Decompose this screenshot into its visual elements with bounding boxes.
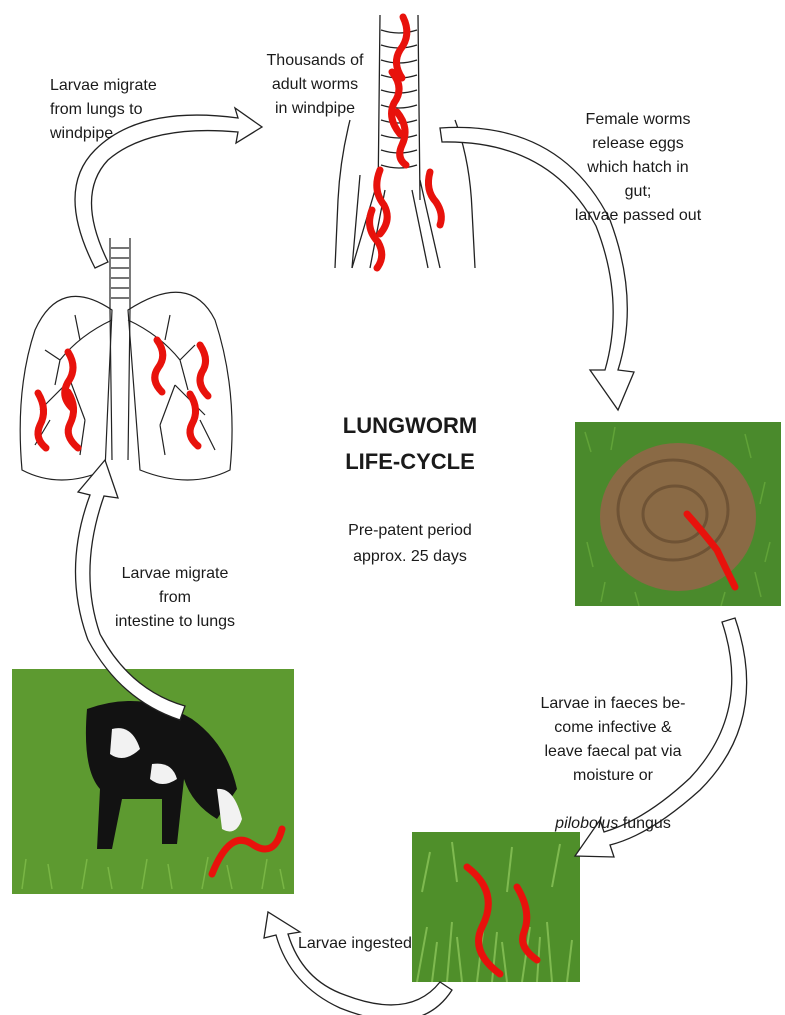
label-faeces-fungus: pilobolus fungus (555, 815, 671, 832)
label-lungs-to-windpipe: Larvae migrate from lungs to windpipe (50, 74, 200, 146)
diagram-subtitle: Pre-patent period approx. 25 days (300, 518, 520, 570)
arrow-grass-to-calf (264, 912, 452, 1015)
label-ingested: Larvae ingested (298, 932, 448, 956)
label-intestine: Larvae migrate from intestine to lungs (90, 562, 260, 634)
label-eggs: Female worms release eggs which hatch in… (548, 108, 728, 228)
label-faeces-main: Larvae in faeces be- come infective & le… (541, 695, 686, 784)
label-windpipe: Thousands of adult worms in windpipe (250, 49, 380, 121)
diagram-title: LUNGWORM LIFE-CYCLE (300, 408, 520, 480)
label-faeces: Larvae in faeces be- come infective & le… (508, 668, 718, 836)
